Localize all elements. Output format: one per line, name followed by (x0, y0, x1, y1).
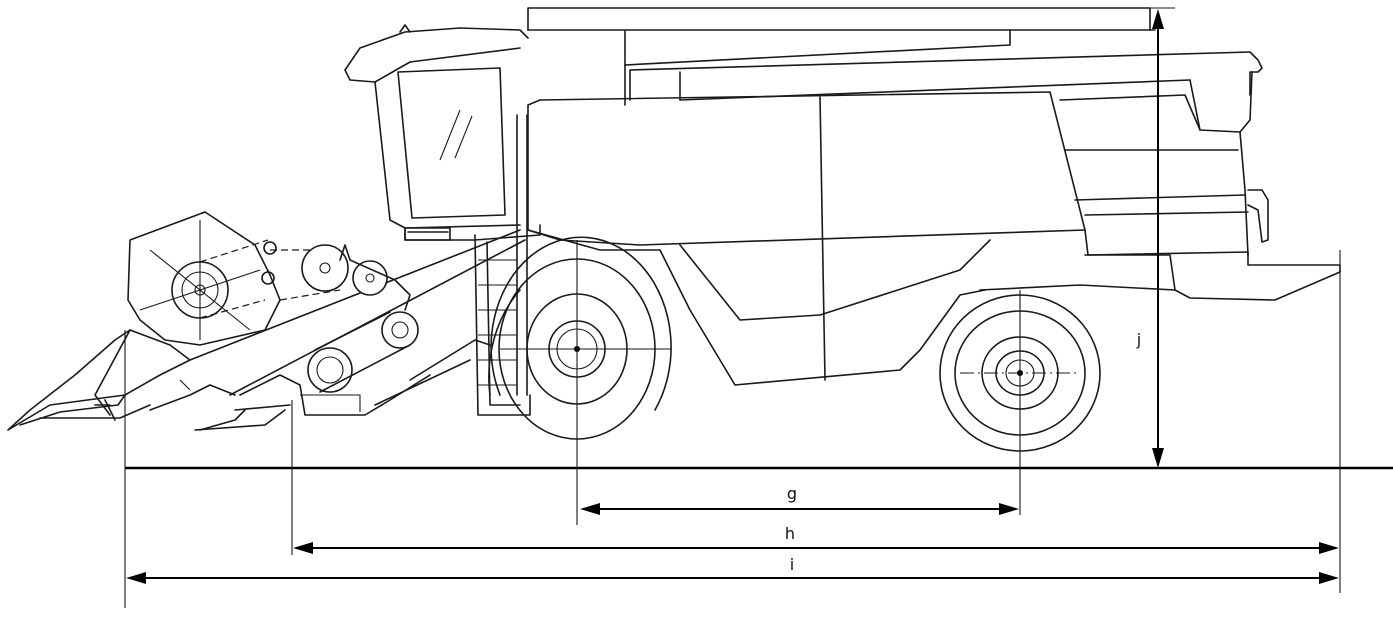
dimension-label-i: i (790, 555, 794, 574)
dimension-i (126, 572, 1339, 584)
rear-wheel (939, 290, 1101, 515)
dimension-g (580, 503, 1019, 515)
dimension-h (293, 542, 1339, 554)
ladder (474, 114, 531, 416)
dimension-label-h: h (785, 524, 795, 543)
dimension-label-j: j (1136, 330, 1141, 349)
dimension-j (1152, 9, 1164, 468)
front-wheel (488, 236, 672, 525)
header (7, 211, 431, 431)
combine-body (344, 7, 1341, 416)
dimension-label-g: g (787, 484, 797, 503)
